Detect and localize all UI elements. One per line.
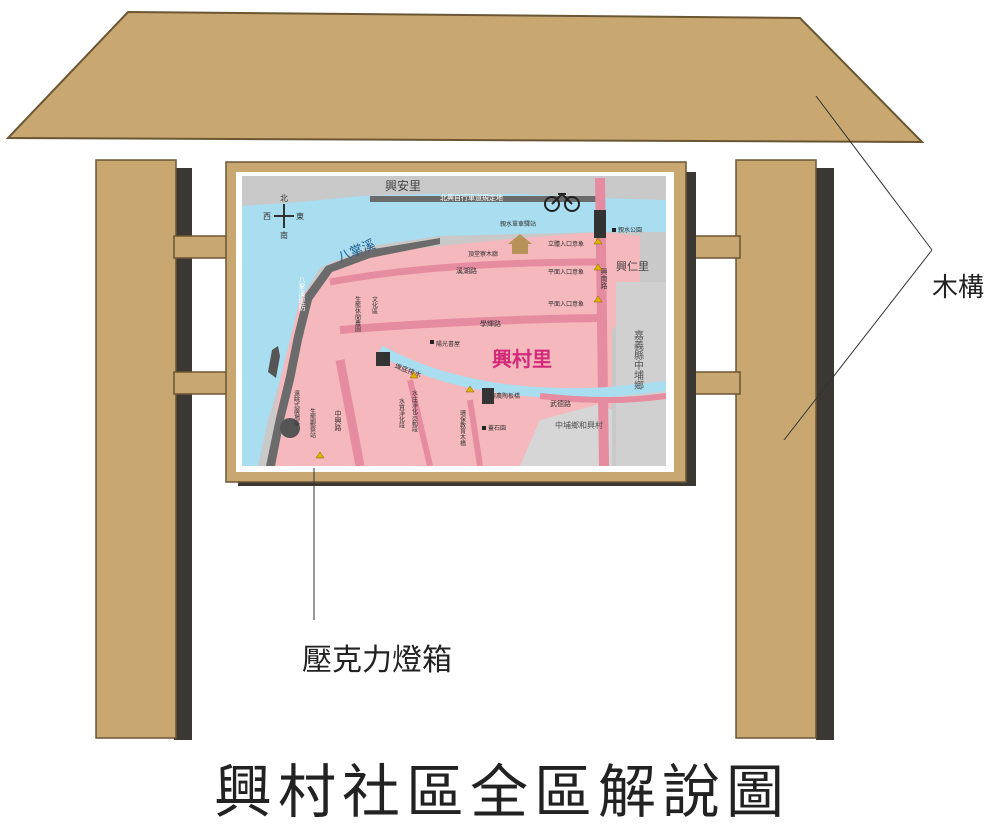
compass-icon: 北 南 東 西 — [263, 194, 304, 240]
label-eco-obs: 生態觀察站 — [309, 407, 316, 439]
left-post — [95, 159, 192, 740]
callout-wood: 木構 — [932, 273, 984, 303]
label-road-xingnan: 興南路 — [600, 267, 608, 290]
label-xingcun: 興村里 — [492, 347, 552, 371]
bicycle-icon — [544, 192, 580, 212]
label-xingren: 興仁里 — [616, 260, 649, 273]
diagram-caption: 興村社區全區解說圖 — [214, 758, 790, 826]
compass-south: 南 — [280, 230, 288, 240]
right-post — [735, 159, 834, 740]
label-culture: 文化區 — [371, 295, 378, 314]
compass-north: 北 — [280, 194, 288, 203]
compass-west: 西 — [263, 212, 271, 221]
label-yangguang: 陽光書屋 — [436, 340, 460, 348]
label-edu-bridge: 環保教育木橋 — [459, 410, 466, 447]
label-entrance-3: 平面入口意象 — [548, 300, 584, 308]
label-top-bike-station: 親水單車驛站 — [500, 220, 536, 228]
label-road-levee: 八掌溪堤防 — [298, 276, 306, 312]
map-panel: 北 南 東 西 興安里 興仁里 興村里 中埔鄉和興村 嘉義縣中埔鄉 八掌溪 埤底… — [242, 176, 666, 466]
label-jiayi-zhongpu: 嘉義縣中埔鄉 — [632, 329, 644, 391]
label-zhongpu-heshing: 中埔鄉和興村 — [555, 420, 603, 430]
label-road-xihu: 溪湖路 — [456, 266, 477, 275]
label-xingan: 興安里 — [385, 178, 421, 193]
label-road-zhongxing: 中興路 — [334, 409, 342, 432]
label-entrance-2: 平面入口意象 — [548, 268, 584, 276]
label-zhuang-pump: 水庄淨化示範段 — [411, 389, 418, 433]
label-park: 親水公園 — [618, 226, 642, 234]
label-road-wude: 武德路 — [550, 399, 571, 408]
label-road-bike: 北興自行車道規定地 — [440, 193, 503, 202]
label-road-xuehui: 學輝路 — [480, 319, 501, 328]
label-eco-garden: 生態休閒農園 — [354, 295, 361, 333]
label-grandstone: 蓋石園 — [488, 424, 506, 432]
roof — [5, 10, 925, 144]
compass-east: 東 — [296, 211, 304, 221]
label-xingfang: 興農陶板橋 — [490, 392, 520, 400]
label-water-purify: 水質淨化段 — [398, 397, 405, 429]
label-tuguan: 頂堂寮木廊 — [468, 250, 498, 258]
label-lookout: 遠眺式廣場亭 — [293, 389, 300, 426]
label-entrance-1: 立體入口意象 — [548, 240, 584, 248]
callout-acrylic: 壓克力燈箱 — [302, 643, 452, 678]
callout-lines — [313, 95, 933, 620]
